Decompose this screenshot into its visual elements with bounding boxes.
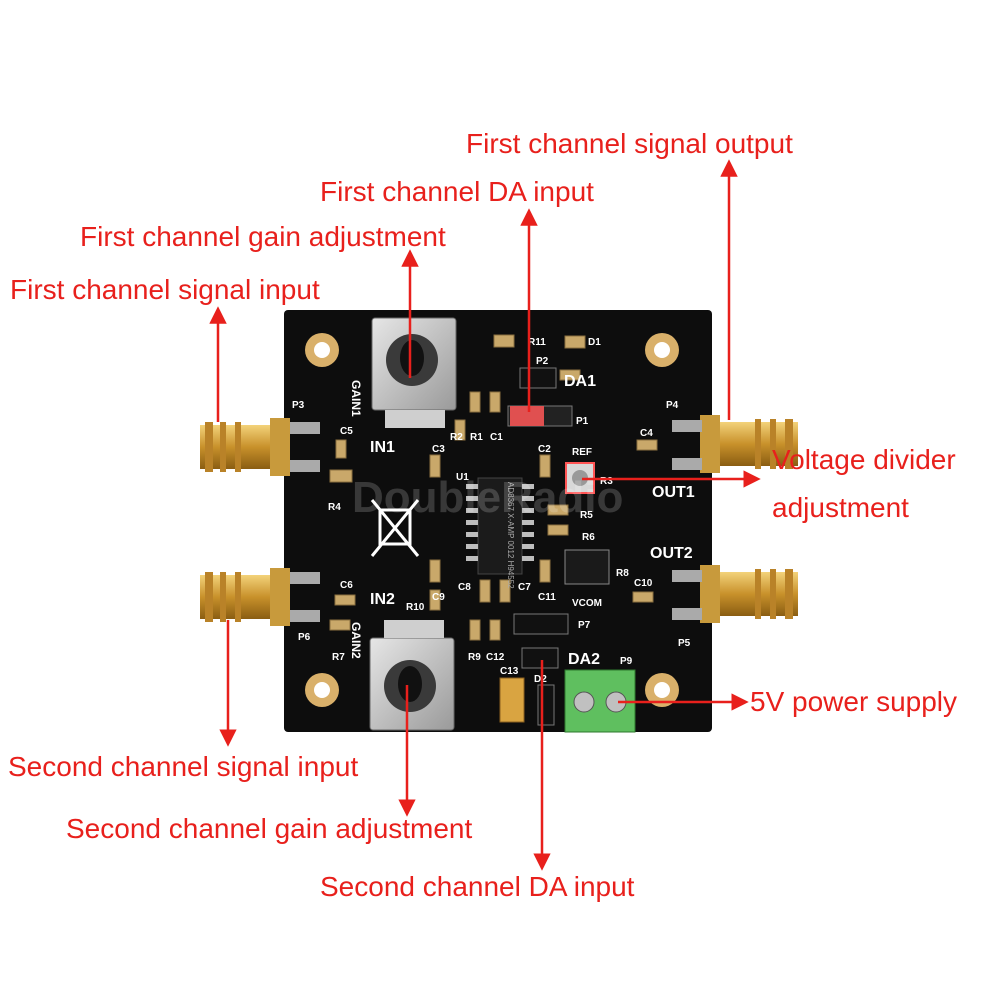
silk-c2: C2	[538, 444, 551, 455]
silk-c4: C4	[640, 428, 653, 439]
silk-p4: P4	[666, 400, 679, 411]
silk-ref: REF	[572, 447, 592, 458]
silk-p7: P7	[578, 620, 591, 631]
silk-c1: C1	[490, 432, 503, 443]
vcom-regulator	[564, 549, 610, 585]
silk-c11: C11	[538, 592, 556, 603]
label-voltage-divider-line1: Voltage divider	[772, 444, 956, 475]
sma-connector-in1	[200, 418, 320, 476]
silk-da1: DA1	[564, 373, 596, 390]
mounting-holes	[305, 333, 679, 707]
silk-r11: R11	[528, 337, 546, 348]
silk-r3: R3	[600, 476, 613, 487]
chip-marking: AD8367 X-AMP 0012 H94552	[506, 482, 515, 589]
sma-connector-out1	[672, 415, 798, 473]
silk-gain1: GAIN1	[349, 380, 363, 417]
silk-r10: R10	[406, 602, 425, 613]
silk-in2: IN2	[370, 591, 395, 608]
silk-r5: R5	[580, 510, 593, 521]
label-first-signal-output: First channel signal output	[466, 128, 793, 159]
silk-c5: C5	[340, 426, 353, 437]
silk-r7: R7	[332, 652, 345, 663]
silk-out1: OUT1	[652, 484, 695, 501]
silk-gain2: GAIN2	[349, 622, 363, 659]
label-first-signal-input: First channel signal input	[10, 274, 320, 305]
sma-connector-out2	[672, 565, 798, 623]
label-voltage-divider-line2: adjustment	[772, 492, 909, 523]
silk-p1: P1	[576, 416, 589, 427]
silk-c12: C12	[486, 652, 505, 663]
silk-c9: C9	[432, 592, 445, 603]
silk-r2: R2	[450, 432, 463, 443]
label-second-gain-adjustment: Second channel gain adjustment	[66, 813, 473, 844]
silk-da2: DA2	[568, 651, 600, 668]
silk-r1: R1	[470, 432, 483, 443]
gain2-potentiometer	[369, 620, 455, 731]
silk-in1: IN1	[370, 439, 395, 456]
silk-p2: P2	[536, 356, 549, 367]
silk-c8: C8	[458, 582, 471, 593]
label-first-gain-adjustment: First channel gain adjustment	[80, 221, 446, 252]
label-five-volt-supply: 5V power supply	[750, 686, 958, 717]
silk-p6: P6	[298, 632, 311, 643]
silk-r9: R9	[468, 652, 481, 663]
silk-r6: R6	[582, 532, 595, 543]
c13-capacitor	[499, 677, 525, 723]
label-second-signal-input: Second channel signal input	[8, 751, 359, 782]
silk-p9: P9	[620, 656, 633, 667]
silk-p5: P5	[678, 638, 691, 649]
silk-c10: C10	[634, 578, 653, 589]
silk-c3: C3	[432, 444, 445, 455]
watermark: DoubleRadio	[352, 473, 623, 522]
gain1-potentiometer	[371, 317, 457, 428]
silk-c7: C7	[518, 582, 531, 593]
ref-trim-potentiometer	[565, 462, 595, 494]
silk-out2: OUT2	[650, 545, 693, 562]
silk-d1: D1	[588, 337, 601, 348]
amplifier-chip	[466, 477, 534, 575]
silk-c6: C6	[340, 580, 353, 591]
weee-symbol	[370, 499, 420, 557]
smd-components	[329, 334, 658, 641]
silk-r4: R4	[328, 502, 341, 513]
silk-r8: R8	[616, 568, 629, 579]
silk-c13: C13	[500, 666, 519, 677]
label-first-da-input: First channel DA input	[320, 176, 594, 207]
silk-u1: U1	[456, 472, 469, 483]
sma-connector-in2	[200, 568, 320, 626]
silk-d2: D2	[534, 674, 547, 685]
silk-p3: P3	[292, 400, 305, 411]
label-second-da-input: Second channel DA input	[320, 871, 635, 902]
silk-vcom: VCOM	[572, 598, 602, 609]
callout-arrows	[209, 159, 761, 871]
